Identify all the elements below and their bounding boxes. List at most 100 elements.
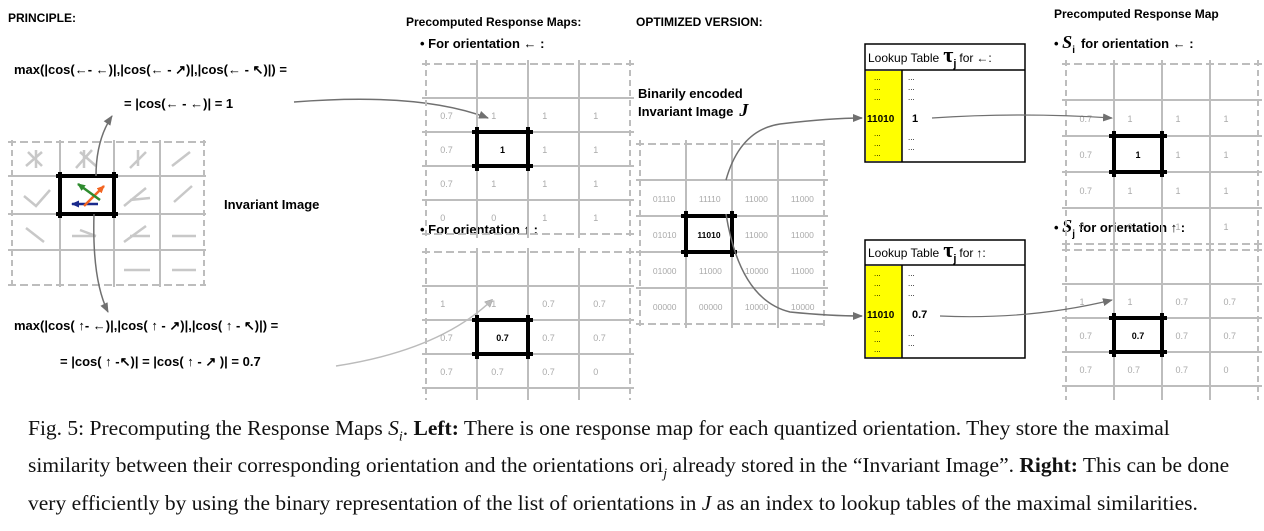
precomputed-orientation-left: • For orientation ← :: [420, 36, 544, 51]
grid-cell-value: 10000: [745, 302, 769, 312]
grid-cell-value: 11000: [791, 230, 814, 240]
grid-cell-value: 10000: [745, 266, 769, 276]
caption-part-6: as an index to lookup tables of the maxi…: [711, 490, 1198, 515]
figure-caption: Fig. 5: Precomputing the Response Maps S…: [28, 414, 1243, 517]
lut-up-dots-6: ...: [874, 345, 881, 354]
grid-cell-value: 00000: [653, 302, 677, 312]
grid-cell-value-highlighted: 0.7: [1132, 331, 1145, 341]
grid-cell-value-highlighted: 1: [1135, 150, 1140, 160]
principle-formula-2-result: = |cos( ↑ -↖)| = |cos( ↑ - ↗ )| = 0.7: [60, 354, 261, 369]
lut-left-title: Lookup Table: [868, 51, 940, 65]
grid-cell-value: 1: [542, 145, 547, 155]
lut-left-dots-3: ...: [874, 93, 881, 102]
optimized-heading: OPTIMIZED VERSION:: [636, 15, 763, 29]
lut-left-dots-2: ...: [874, 83, 881, 92]
right-sub-i: i: [1072, 45, 1075, 56]
grid-cell-value: 1: [593, 111, 598, 121]
arrow-green-nw-icon: [77, 182, 101, 202]
precomputed-heading: Precomputed Response Maps:: [406, 15, 581, 29]
right-sub-j: j: [1071, 229, 1075, 240]
connector-lut-up-to-map: [939, 298, 1113, 318]
grid-cell-value: 01010: [653, 230, 677, 240]
grid-cell-value: 1: [1127, 114, 1132, 124]
grid-cell-value: 1: [1127, 186, 1132, 196]
grid-cell-value: 11000: [745, 194, 768, 204]
grid-cell-value: 0: [1079, 222, 1084, 232]
lut-left-value: 1: [912, 113, 918, 125]
caption-symbol-j: J: [701, 490, 712, 515]
grid-cell-value: 1: [1127, 297, 1132, 307]
grid-cell-value: 0.7: [440, 179, 453, 189]
lut-up-key: 11010: [867, 310, 895, 321]
principle-formula-1: max(|cos(←- ←)|,|cos(← - ↗)|,|cos(← - ↖)…: [14, 62, 287, 77]
grid-cell-value: 0.7: [440, 367, 453, 377]
grid-cell-value: 0.7: [542, 333, 555, 343]
grid-cell-value: 0.7: [1079, 365, 1092, 375]
connector-down-arrow: [93, 213, 109, 313]
grid-cell-value: 1: [1223, 222, 1228, 232]
grid-cell-value: 0.7: [593, 333, 606, 343]
caption-part-3: There is one response map for each quant…: [28, 416, 1170, 478]
lut-up-dots-1: ...: [874, 269, 881, 278]
precomputed-map-up: 110.70.70.70.70.70.70.70.70.700000: [422, 248, 634, 400]
lut-up-value: 0.7: [912, 309, 927, 321]
grid-cell-value: 0.7: [1175, 331, 1188, 341]
grid-cell-value: 1: [1175, 186, 1180, 196]
lut-up-dots-5: ...: [874, 335, 881, 344]
grid-cell-value: 1: [593, 179, 598, 189]
lut-left-dots-6: ...: [874, 149, 881, 158]
grid-cell-value: 1: [491, 111, 496, 121]
lut-up-tau: τ: [943, 237, 953, 262]
principle-heading: PRINCIPLE:: [8, 11, 76, 25]
grid-cell-value: 0: [1079, 399, 1084, 400]
grid-cell-value: 0: [1175, 399, 1180, 400]
grid-cell-value-highlighted: 11010: [697, 230, 720, 240]
lut-left-dots-5: ...: [874, 139, 881, 148]
grid-cell-value: 0.7: [1175, 365, 1188, 375]
connector-lut-left-to-map: [931, 113, 1113, 122]
grid-cell-value: 11000: [791, 194, 814, 204]
grid-cell-value: 1: [542, 179, 547, 189]
grid-cell-value: 1: [491, 299, 496, 309]
right-map-up: 110.70.70.70.70.70.70.70.70.700000: [1062, 246, 1262, 400]
grid-cell-value: 1: [1079, 297, 1084, 307]
grid-cell-value-highlighted: 1: [500, 145, 505, 155]
grid-cell-value: 1: [440, 299, 445, 309]
invariant-image-label: Invariant Image: [224, 197, 319, 212]
right-orient-up-text: for orientation ↑ :: [1079, 220, 1185, 235]
grid-cell-value: 0.7: [593, 299, 606, 309]
grid-cell-value: 0: [1127, 399, 1132, 400]
grid-cell-value: 1: [593, 145, 598, 155]
grid-cell-value: 1: [491, 179, 496, 189]
grid-cell-value: 11000: [699, 266, 722, 276]
invariant-highlight-cell: [58, 174, 116, 216]
connector-to-map-left: [293, 98, 489, 119]
grid-cell-value: 0.7: [1079, 331, 1092, 341]
caption-symbol-s: S: [388, 416, 399, 440]
lut-left-vdots-3: ...: [908, 93, 915, 102]
lut-left-key: 11010: [867, 114, 895, 125]
caption-right-bold: Right:: [1019, 453, 1078, 478]
connector-encoded-to-lut-left: [725, 114, 863, 181]
lut-left-dots-4: ...: [874, 129, 881, 138]
caption-left-bold: Left:: [413, 416, 459, 440]
grid-cell-value: 1: [1175, 222, 1180, 232]
grid-cell-value: 0.7: [491, 367, 504, 377]
grid-cell-value: 1: [593, 213, 598, 223]
lut-up-vdots-4: ...: [908, 329, 915, 338]
right-symbol-s-j: S: [1062, 216, 1072, 236]
lut-left-dots-1: ...: [874, 73, 881, 82]
lut-up-vdots-2: ...: [908, 279, 915, 288]
invariant-orientation-glyphs: [23, 149, 196, 272]
grid-cell-value: 0: [1223, 365, 1228, 375]
grid-cell-value: 11000: [745, 230, 768, 240]
caption-sub-i: i: [398, 429, 403, 445]
grid-cell-value: 0.7: [1079, 114, 1092, 124]
lut-left-vdots-2: ...: [908, 83, 915, 92]
lut-up-title: Lookup Table: [868, 246, 940, 260]
grid-cell-value: 11000: [791, 266, 814, 276]
principle-formula-2: max(|cos( ↑- ←)|,|cos( ↑ - ↗)|,|cos( ↑ -…: [14, 318, 279, 333]
